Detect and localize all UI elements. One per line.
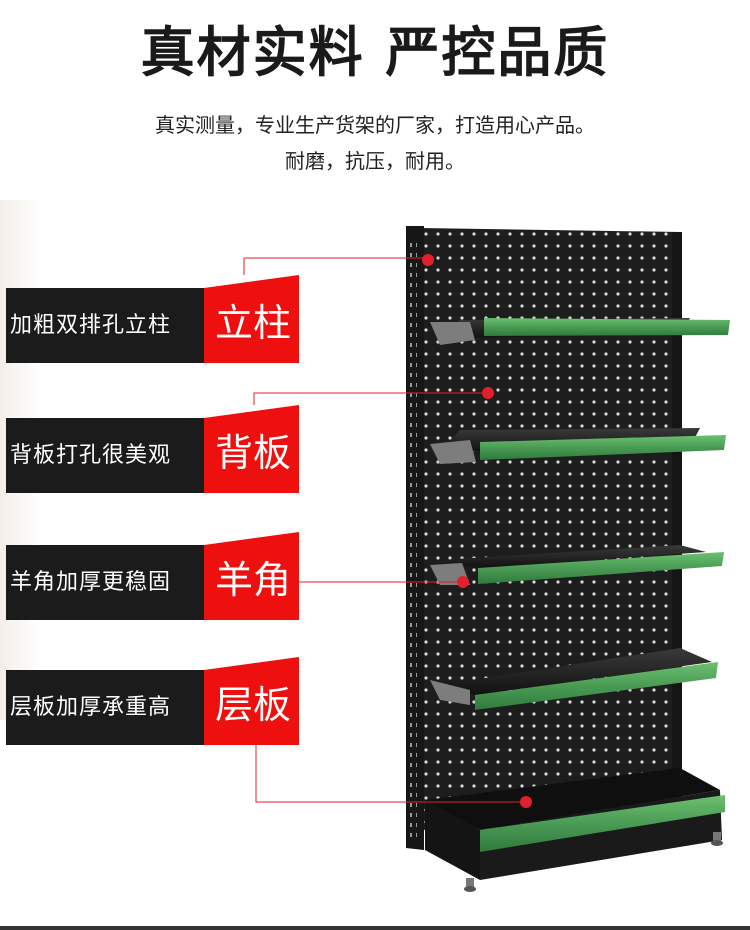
pointer-dot-2 (482, 387, 494, 399)
feature-desc-box: 加粗双排孔立柱 (6, 288, 214, 363)
pointer-line-1 (243, 257, 428, 275)
pointer-line-4 (255, 734, 526, 803)
back-panel (420, 228, 680, 830)
subtitle-line-2: 耐磨，抗压，耐用。 (285, 149, 465, 173)
bottom-divider (0, 926, 750, 930)
pointer-dot-3 (457, 576, 469, 588)
feature-desc: 层板加厚承重高 (10, 695, 172, 720)
feature-desc-box: 羊角加厚更稳固 (6, 545, 214, 620)
page-title: 真材实料 严控品质 (140, 21, 610, 84)
feature-desc: 加粗双排孔立柱 (10, 313, 172, 338)
pointer-dot-4 (520, 796, 532, 808)
subtitle-line-1: 真实测量，专业生产货架的厂家，打造用心产品。 (155, 113, 595, 137)
feature-tag: 背板 (214, 431, 291, 475)
feature-tag-box: 立柱 (204, 275, 299, 363)
feature-desc-box: 层板加厚承重高 (6, 670, 214, 745)
feature-tag-box: 羊角 (204, 532, 299, 620)
feature-tag-box: 层板 (204, 657, 299, 745)
feature-tag: 层板 (214, 683, 291, 727)
feature-tag-box: 背板 (204, 405, 299, 493)
feature-tag: 立柱 (214, 301, 291, 345)
feature-tag: 羊角 (214, 558, 291, 602)
right-post (672, 232, 682, 822)
pointer-line-2 (253, 392, 488, 405)
feature-desc: 羊角加厚更稳固 (10, 570, 172, 595)
feature-desc: 背板打孔很美观 (10, 443, 172, 468)
pointer-dot-1 (422, 254, 434, 266)
feature-desc-box: 背板打孔很美观 (6, 418, 214, 493)
